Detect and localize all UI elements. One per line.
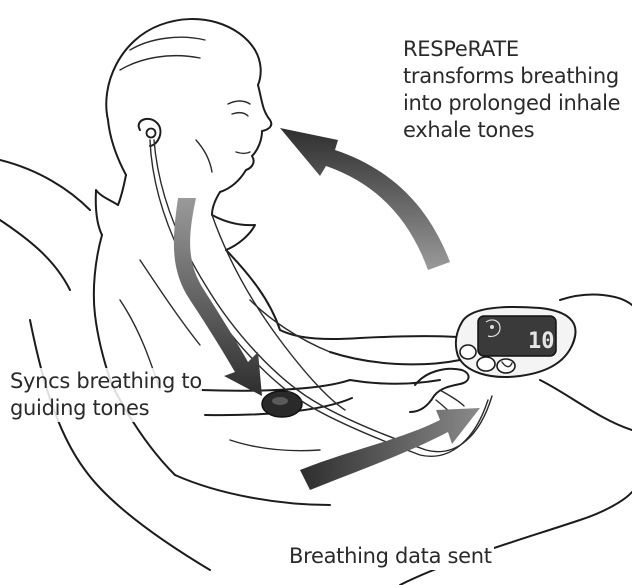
resperate-device: 10 — [456, 307, 576, 377]
label-top-line: RESPeRATE — [403, 36, 620, 63]
label-syncs-breathing: Syncs breathing to guiding tones — [10, 368, 202, 422]
label-resperate-transforms: RESPeRATE transforms breathing into prol… — [403, 36, 620, 144]
device-button-left — [460, 345, 476, 359]
arrow-breathing-to-sensor — [174, 198, 262, 396]
label-left-line: Syncs breathing to — [10, 368, 202, 395]
label-top-line: transforms breathing — [403, 63, 620, 90]
device-display-value: 10 — [528, 329, 555, 354]
label-left-line: guiding tones — [10, 395, 202, 422]
device-button-center — [477, 357, 495, 371]
label-top-line: into prolonged inhale — [403, 90, 620, 117]
label-top-line: exhale tones — [403, 117, 620, 144]
arrow-tones-to-ear — [280, 128, 450, 270]
person-head — [106, 19, 271, 215]
label-breathing-data-sent: Breathing data sent — [287, 543, 494, 570]
breathing-sensor — [262, 391, 302, 417]
